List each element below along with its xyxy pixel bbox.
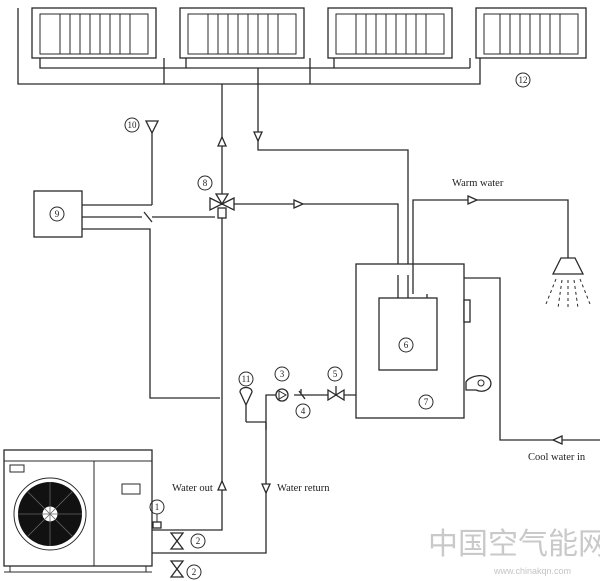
radiator-4 — [475, 7, 587, 59]
arrow-down-return — [252, 131, 264, 143]
svg-text:5: 5 — [333, 369, 338, 379]
svg-text:8: 8 — [203, 178, 208, 188]
label-12: 12 — [515, 72, 531, 88]
valve-2-top: 2 — [169, 532, 206, 550]
control-wires — [82, 204, 220, 399]
svg-text:7: 7 — [424, 397, 429, 407]
check-valve-4: 4 — [295, 389, 311, 419]
svg-text:12: 12 — [519, 75, 528, 85]
radiator-2 — [179, 7, 305, 59]
expansion-tank-11: 11 — [238, 371, 266, 423]
sensor-10: 10 — [124, 117, 160, 205]
svg-text:9: 9 — [55, 209, 60, 219]
sensor-1: 1 — [149, 499, 165, 529]
water-tank: 6 7 — [355, 263, 492, 419]
svg-text:2: 2 — [192, 567, 197, 577]
svg-text:11: 11 — [242, 374, 251, 384]
radiator-3 — [327, 7, 453, 59]
warm-water-line: Warm water — [412, 178, 569, 294]
watermark: 中国空气能网 www.chinakqn.com — [428, 527, 600, 576]
svg-text:中国空气能网: 中国空气能网 — [428, 527, 600, 562]
svg-text:10: 10 — [128, 120, 138, 130]
svg-text:2: 2 — [196, 536, 201, 546]
arrow-right-tank-feed — [293, 198, 305, 210]
svg-text:Water out: Water out — [172, 483, 213, 494]
radiator-manifold-pipes — [17, 8, 481, 275]
valve-outlet-to-tank — [234, 203, 399, 275]
svg-text:6: 6 — [404, 340, 409, 350]
controller-box: 9 — [33, 190, 83, 238]
water-out-pipe: Water out — [152, 218, 228, 531]
svg-text:1: 1 — [155, 502, 160, 512]
valve-2-bottom: 2 — [169, 560, 202, 580]
radiator-1 — [31, 7, 157, 59]
cool-water-line: Cool water in — [464, 277, 600, 463]
arrow-up-supply — [216, 135, 228, 147]
stop-valve-5: 5 — [327, 366, 345, 402]
svg-text:Water return: Water return — [277, 483, 330, 494]
heat-pump-unit — [3, 449, 153, 573]
shower-head — [545, 257, 591, 310]
pump-3: 3 — [274, 366, 290, 402]
svg-text:3: 3 — [280, 369, 285, 379]
svg-text:Cool water in: Cool water in — [528, 452, 586, 463]
svg-text:Warm water: Warm water — [452, 178, 504, 189]
svg-text:www.chinakqn.com: www.chinakqn.com — [493, 566, 571, 576]
svg-text:4: 4 — [301, 406, 306, 416]
water-return-pipe: Water return — [152, 422, 330, 554]
three-way-valve: 8 — [197, 175, 235, 219]
